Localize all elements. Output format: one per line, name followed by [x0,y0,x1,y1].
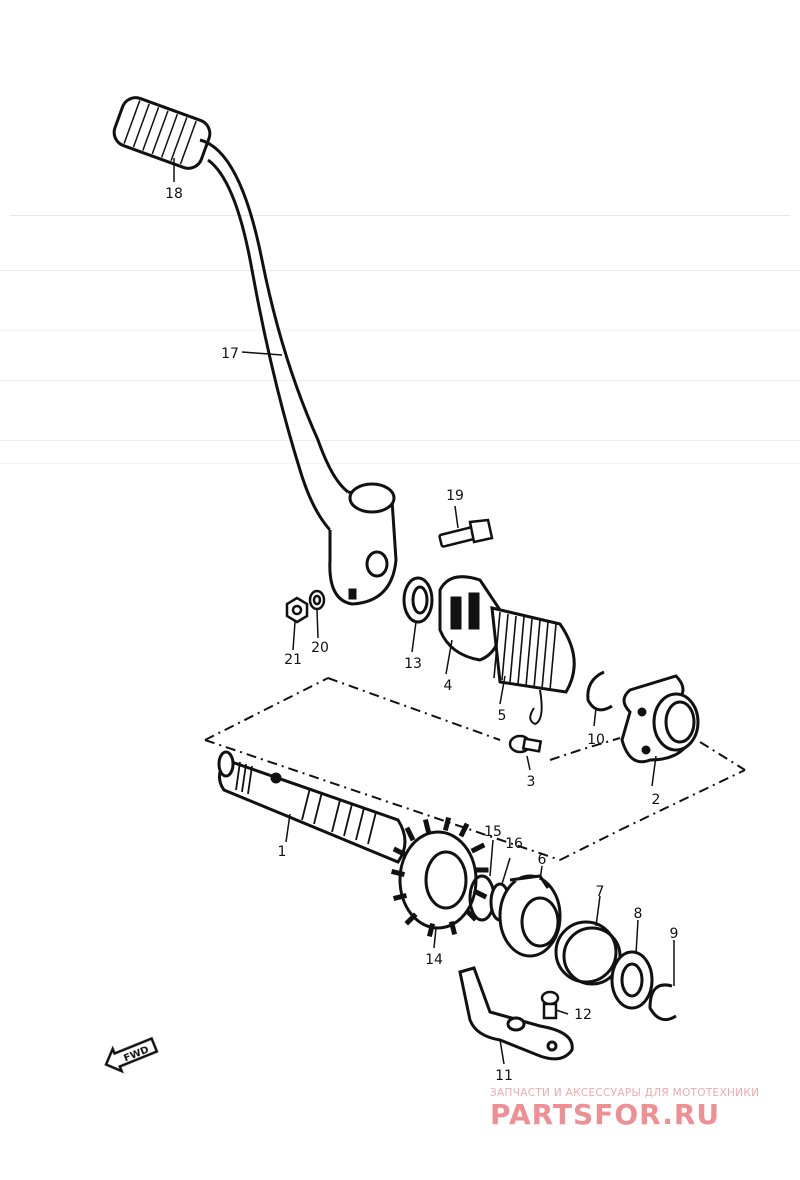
clamp-bolt [438,518,494,548]
stopper-plate [458,966,574,1061]
circlip-9 [648,983,677,1022]
kick-starter-drive [498,874,562,958]
callout-5: 5 [498,708,507,724]
kick-starter-spring [490,606,576,726]
kick-starter-gear [390,816,489,938]
oil-seal [402,576,434,624]
callout-1: 1 [278,844,287,860]
callout-2: 2 [652,792,661,808]
callout-8: 8 [634,906,643,922]
kick-pedal-grip [112,96,212,170]
kick-starter-shaft [217,750,407,864]
forward-arrow: FWD [104,1036,159,1074]
callout-12: 12 [574,1007,592,1023]
callout-15: 15 [484,824,502,840]
spring-cover [620,674,700,764]
callout-labels: 1 2 3 4 5 6 7 8 9 10 11 12 13 14 15 16 1… [165,186,678,1084]
callout-20: 20 [311,640,329,656]
callout-14: 14 [425,952,443,968]
callout-18: 18 [165,186,183,202]
leader-lines [173,158,675,1065]
callout-4: 4 [444,678,453,694]
lever-washer [308,589,326,611]
callout-13: 13 [404,656,422,672]
plate-screw [540,990,560,1020]
watermark-tagline: ЗАПЧАСТИ И АКСЕССУАРЫ ДЛЯ МОТОТЕХНИКИ [490,1087,760,1099]
watermark-brand: PARTSFOR.RU [490,1098,721,1131]
kick-starter-lever [199,138,398,606]
callout-7: 7 [596,884,605,900]
callout-16: 16 [505,836,523,852]
circlip-10 [586,670,613,712]
lever-nut [285,596,309,624]
drive-spring [554,920,622,986]
callout-9: 9 [670,926,679,942]
washer-8 [610,950,654,1010]
callout-19: 19 [446,488,464,504]
callout-6: 6 [538,852,547,868]
pin-screw [508,734,543,754]
scan-noise [0,215,800,464]
assembly-outline [204,677,746,861]
callout-10: 10 [587,732,605,748]
callout-21: 21 [284,652,302,668]
callout-3: 3 [527,774,536,790]
callout-11: 11 [495,1068,513,1084]
callout-17: 17 [221,346,239,362]
